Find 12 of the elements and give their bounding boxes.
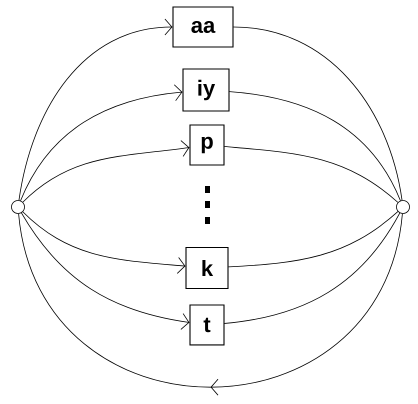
- arrow: [22, 211, 186, 274]
- arrow: [21, 212, 190, 330]
- label-box: aa: [172, 6, 234, 48]
- arrow: [20, 84, 182, 201]
- arrow: [18, 18, 172, 201]
- state-circle: [396, 200, 410, 214]
- label-box: k: [185, 246, 229, 290]
- label-box: t: [189, 304, 225, 346]
- label-box: iy: [182, 68, 230, 112]
- label-box: p: [189, 124, 225, 166]
- arrow: [22, 140, 190, 203]
- state-circle: [11, 200, 25, 214]
